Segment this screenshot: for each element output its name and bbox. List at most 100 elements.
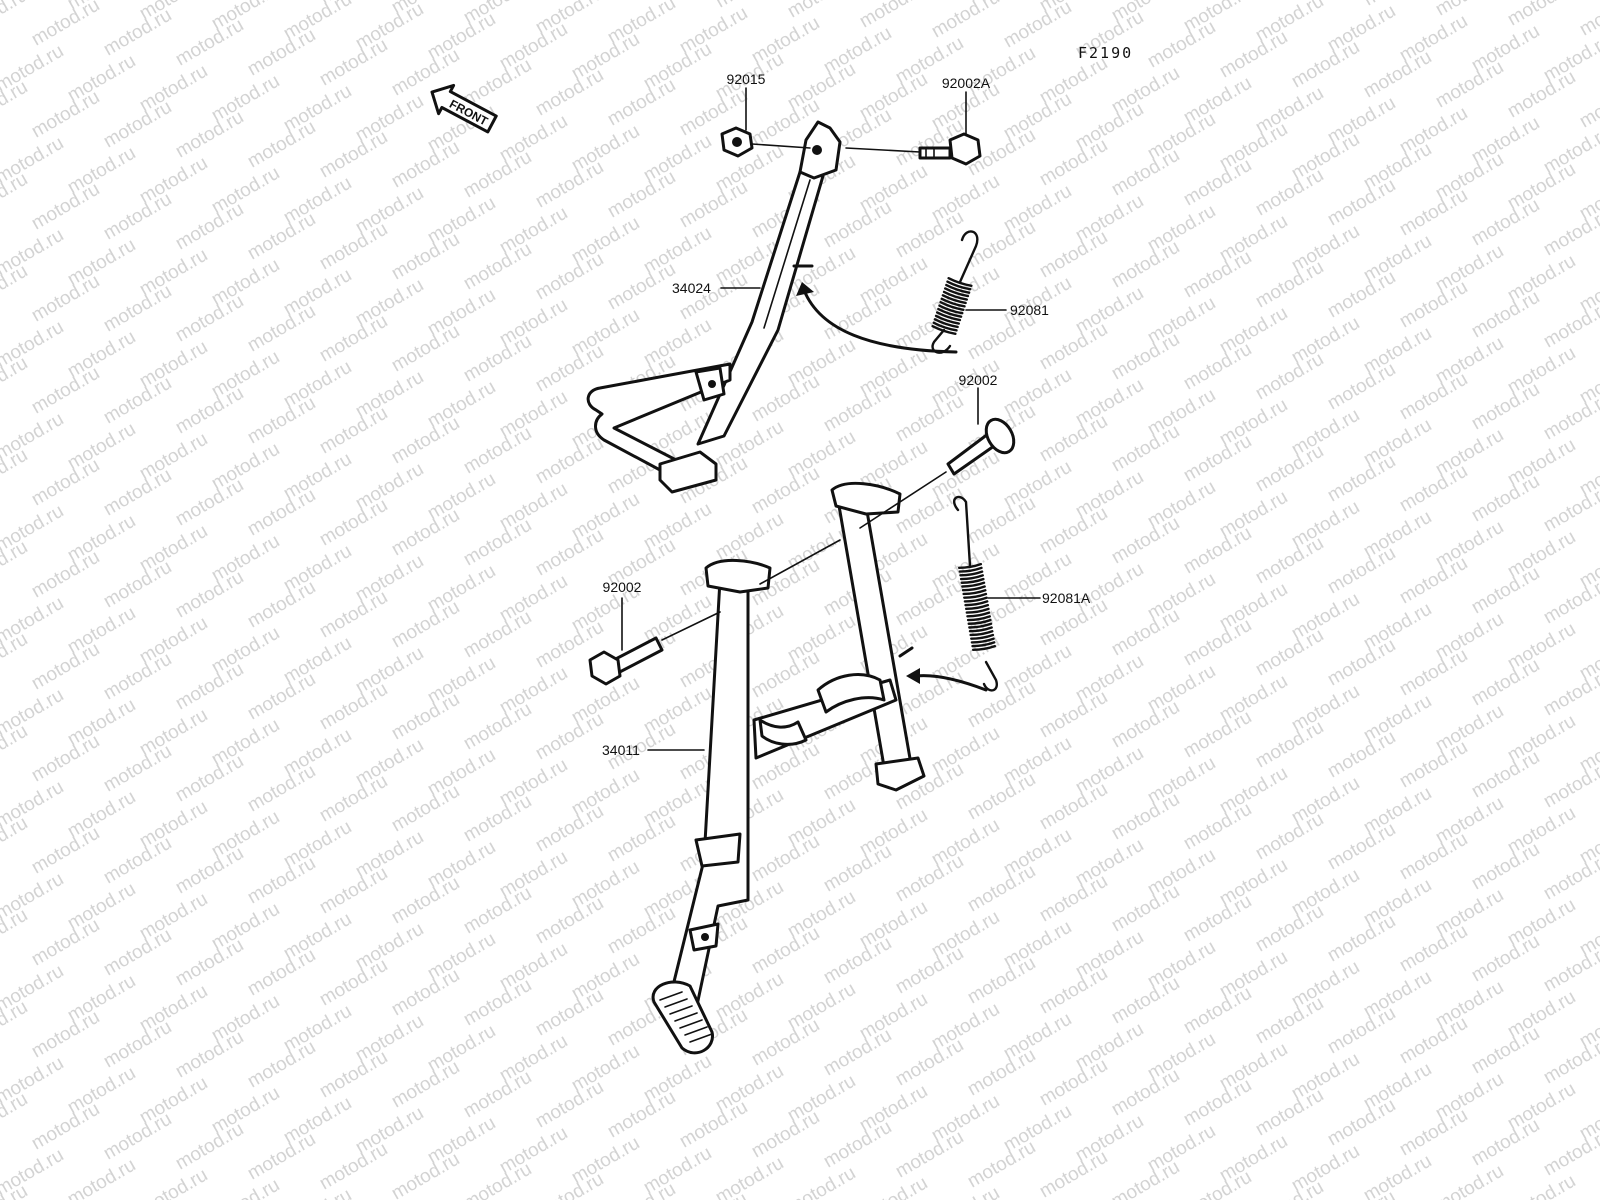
watermark-text: motod.ru	[316, 863, 391, 919]
watermark-text: motod.ru	[28, 547, 103, 603]
watermark-text: motod.ru	[0, 445, 31, 501]
watermark-text: motod.ru	[1108, 697, 1183, 753]
watermark-text: motod.ru	[1324, 267, 1399, 323]
spring-coil	[963, 596, 988, 603]
watermark-text: motod.ru	[1324, 1003, 1399, 1059]
watermark-text: motod.ru	[1468, 563, 1543, 619]
watermark-text: motod.ru	[1180, 1075, 1255, 1131]
spring-coil	[934, 314, 961, 325]
watermark-text: motod.ru	[1576, 77, 1600, 133]
watermark-text: motod.ru	[1180, 707, 1255, 763]
watermark-text: motod.ru	[676, 1097, 751, 1153]
watermark-text: motod.ru	[0, 169, 31, 225]
watermark-text: motod.ru	[172, 1027, 247, 1083]
watermark-text: motod.ru	[28, 87, 103, 143]
watermark-text: motod.ru	[100, 649, 175, 705]
watermark-text: motod.ru	[1180, 431, 1255, 487]
watermark-text: motod.ru	[1432, 0, 1507, 20]
watermark-text: motod.ru	[712, 1153, 787, 1200]
watermark-text: motod.ru	[1540, 1033, 1600, 1089]
watermark-text: motod.ru	[172, 107, 247, 163]
watermark-text: motod.ru	[1252, 625, 1327, 681]
spring-coil	[964, 600, 989, 607]
watermark-text: motod.ru	[28, 1007, 103, 1063]
watermark-text: motod.ru	[1036, 135, 1111, 191]
watermark-text: motod.ru	[532, 249, 607, 305]
watermark-text: motod.ru	[1468, 747, 1543, 803]
part-label-92015: 92015	[727, 71, 766, 87]
watermark-text: motod.ru	[1108, 973, 1183, 1029]
watermark-text: motod.ru	[244, 945, 319, 1001]
watermark-text: motod.ru	[172, 751, 247, 807]
spring-coil	[969, 630, 994, 637]
watermark-text: motod.ru	[1396, 921, 1471, 977]
part-labels: 92015 92002A 34024 92081 92002 92002 920…	[602, 71, 1091, 758]
watermark-text: motod.ru	[1108, 1157, 1183, 1200]
watermark-text: motod.ru	[1540, 665, 1600, 721]
watermark-text: motod.ru	[820, 197, 895, 253]
watermark-text: motod.ru	[28, 915, 103, 971]
watermark-text: motod.ru	[100, 1017, 175, 1073]
watermark-text: motod.ru	[1468, 931, 1543, 987]
watermark-text: motod.ru	[1324, 543, 1399, 599]
watermark-text: motod.ru	[1576, 0, 1600, 40]
watermark-text: motod.ru	[532, 433, 607, 489]
spring-coil	[933, 318, 959, 329]
watermark-text: motod.ru	[28, 0, 103, 50]
spring-coil	[958, 566, 983, 573]
watermark-text: motod.ru	[28, 179, 103, 235]
watermark-text: motod.ru	[1504, 1171, 1579, 1200]
watermark-text: motod.ru	[1468, 379, 1543, 435]
watermark-text: motod.ru	[1252, 257, 1327, 313]
spring-coil	[945, 283, 971, 294]
watermark-text: motod.ru	[388, 137, 463, 193]
watermark-text: motod.ru	[1036, 779, 1111, 835]
watermark-text: motod.ru	[244, 301, 319, 357]
watermark-text: motod.ru	[1108, 789, 1183, 845]
side-stand-drawing	[586, 120, 842, 494]
watermark-text: motod.ru	[136, 1165, 211, 1200]
watermark-text: motod.ru	[244, 1037, 319, 1093]
watermark-text: motod.ru	[0, 905, 31, 961]
watermark-text: motod.ru	[1108, 237, 1183, 293]
watermark-text: motod.ru	[1396, 369, 1471, 425]
watermark-text: motod.ru	[1180, 891, 1255, 947]
watermark-text: motod.ru	[1360, 47, 1435, 103]
spring-coil	[961, 581, 986, 588]
watermark-text: motod.ru	[676, 269, 751, 325]
watermark-text: motod.ru	[460, 147, 535, 203]
watermark-text: motod.ru	[1180, 247, 1255, 303]
watermark-text: motod.ru	[1036, 319, 1111, 375]
watermark-text: motod.ru	[316, 35, 391, 91]
watermark-text: motod.ru	[28, 731, 103, 787]
spring-coil	[960, 577, 985, 584]
watermark-text: motod.ru	[604, 811, 679, 867]
watermark-text: motod.ru	[0, 629, 31, 685]
spring-coil	[941, 294, 967, 305]
nut-92015	[720, 126, 754, 158]
watermark-text: motod.ru	[532, 65, 607, 121]
watermark-text: motod.ru	[1540, 1125, 1600, 1181]
pedal-rib	[679, 1019, 703, 1029]
watermark-text: motod.ru	[1432, 1161, 1507, 1200]
watermark-text: motod.ru	[820, 1117, 895, 1173]
watermark-text: motod.ru	[0, 997, 31, 1053]
watermark-text: motod.ru	[604, 259, 679, 315]
watermark-text: motod.ru	[28, 823, 103, 879]
watermark-text: motod.ru	[1252, 901, 1327, 957]
spring-coil	[963, 592, 988, 599]
spring-coil	[964, 603, 990, 611]
watermark-text: motod.ru	[1468, 471, 1543, 527]
pedal-rib	[684, 1026, 708, 1036]
watermark-text: motod.ru	[820, 381, 895, 437]
watermark-text: motod.ru	[172, 199, 247, 255]
watermark-text: motod.ru	[856, 0, 931, 32]
watermark-text: motod.ru	[604, 167, 679, 223]
watermark-text: motod.ru	[1180, 983, 1255, 1039]
watermark-text: motod.ru	[1180, 523, 1255, 579]
watermark-text: motod.ru	[0, 0, 31, 40]
watermark-text: motod.ru	[1432, 57, 1507, 113]
watermark-text: motod.ru	[388, 505, 463, 561]
watermark-text: motod.ru	[0, 721, 31, 777]
watermark-text: motod.ru	[244, 25, 319, 81]
